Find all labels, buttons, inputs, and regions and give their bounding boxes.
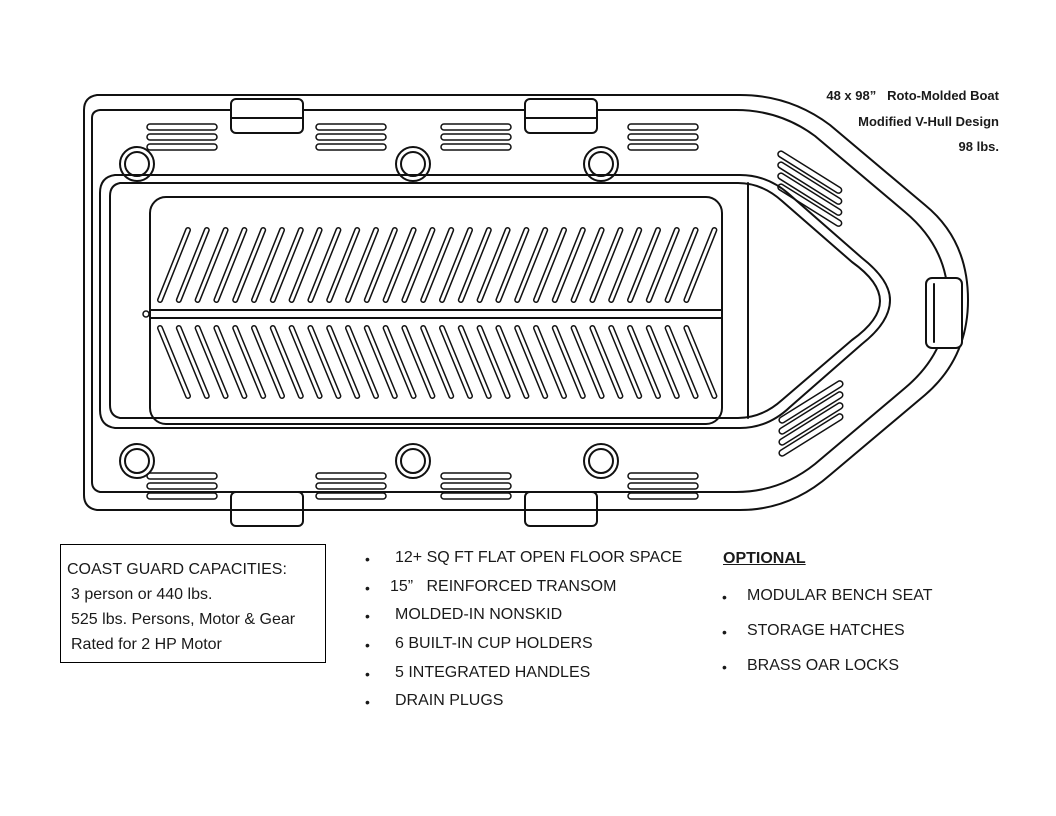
vent-slot [777,150,843,194]
bullet-icon: • [722,589,727,605]
vent-slot [627,123,699,131]
vent-slot [778,402,844,446]
vent-slot [777,161,843,205]
vent-slot [778,413,844,457]
capacities-title: COAST GUARD CAPACITIES: [67,561,287,578]
handle-top-2 [524,98,598,134]
bullet-icon: • [365,551,370,567]
vent-slot [315,492,387,500]
vent-slot [146,143,218,151]
vent-slot [627,472,699,480]
optional-text: BRASS OAR LOCKS [747,657,900,674]
cup-holder [395,146,431,182]
handle-top-1 [230,98,304,134]
cup-holder [583,443,619,479]
vent-slot [777,172,843,216]
capacity-line: Rated for 2 HP Motor [71,636,222,653]
vent-slot [146,482,218,490]
bow-handle [925,277,963,349]
coast-guard-capacities-box: COAST GUARD CAPACITIES: 3 person or 440 … [60,544,326,663]
handle-bottom-2 [524,491,598,527]
cup-holder [583,146,619,182]
vent-slot [315,123,387,131]
vent-slot [146,123,218,131]
vent-slot [315,482,387,490]
vent-slot [440,143,512,151]
optional-text: MODULAR BENCH SEAT [747,587,933,604]
vent-slot [440,492,512,500]
bullet-icon: • [722,624,727,640]
cup-holder [395,443,431,479]
feature-text: 6 BUILT-IN CUP HOLDERS [395,635,593,653]
capacity-line: 525 lbs. Persons, Motor & Gear [71,611,296,628]
feature-text: 12+ SQ FT FLAT OPEN FLOOR SPACE [395,549,683,566]
vent-slot [146,492,218,500]
feature-text: 5 INTEGRATED HANDLES [395,663,591,681]
cup-holders [119,146,619,479]
vent-slot [777,183,843,227]
vent-slot [440,133,512,141]
bullet-icon: • [365,637,370,654]
vent-slot [440,472,512,480]
vent-slot [440,482,512,490]
feature-text: MOLDED-IN NONSKID [395,606,563,624]
spec-hull-design: Modified V-Hull Design [858,114,999,129]
drain-plug [142,310,150,318]
handle-bottom-1 [230,491,304,527]
vent-slot [440,123,512,131]
hull-outline [83,94,969,511]
spec-dimensions: 48 x 98” Roto-Molded Boat [826,88,999,103]
bullet-icon: • [365,665,370,682]
floor-panel [149,196,723,425]
vent-slot [627,133,699,141]
vent-slot [315,472,387,480]
vent-slot [627,482,699,490]
cup-holder [119,443,155,479]
vent-slot [778,380,844,424]
boat-top-view-drawing [83,94,969,527]
feature-text: 15” REINFORCED TRANSOM [390,577,617,595]
vent-slot [627,492,699,500]
bullet-icon: • [365,694,370,711]
hull-vent-slots [146,123,844,500]
vent-slot [146,472,218,480]
vent-slot [315,133,387,141]
feature-text: DRAIN PLUGS [395,692,504,710]
optional-heading: OPTIONAL [723,550,806,567]
spec-weight: 98 lbs. [958,139,999,154]
vent-slot [778,391,844,435]
bullet-icon: • [722,659,727,675]
vent-slot [627,143,699,151]
capacity-line: 3 person or 440 lbs. [71,586,213,603]
bullet-icon: • [365,579,370,596]
vent-slot [146,133,218,141]
bullet-icon: • [365,608,370,625]
optional-text: STORAGE HATCHES [747,622,905,639]
vent-slot [315,143,387,151]
cup-holder [119,146,155,182]
